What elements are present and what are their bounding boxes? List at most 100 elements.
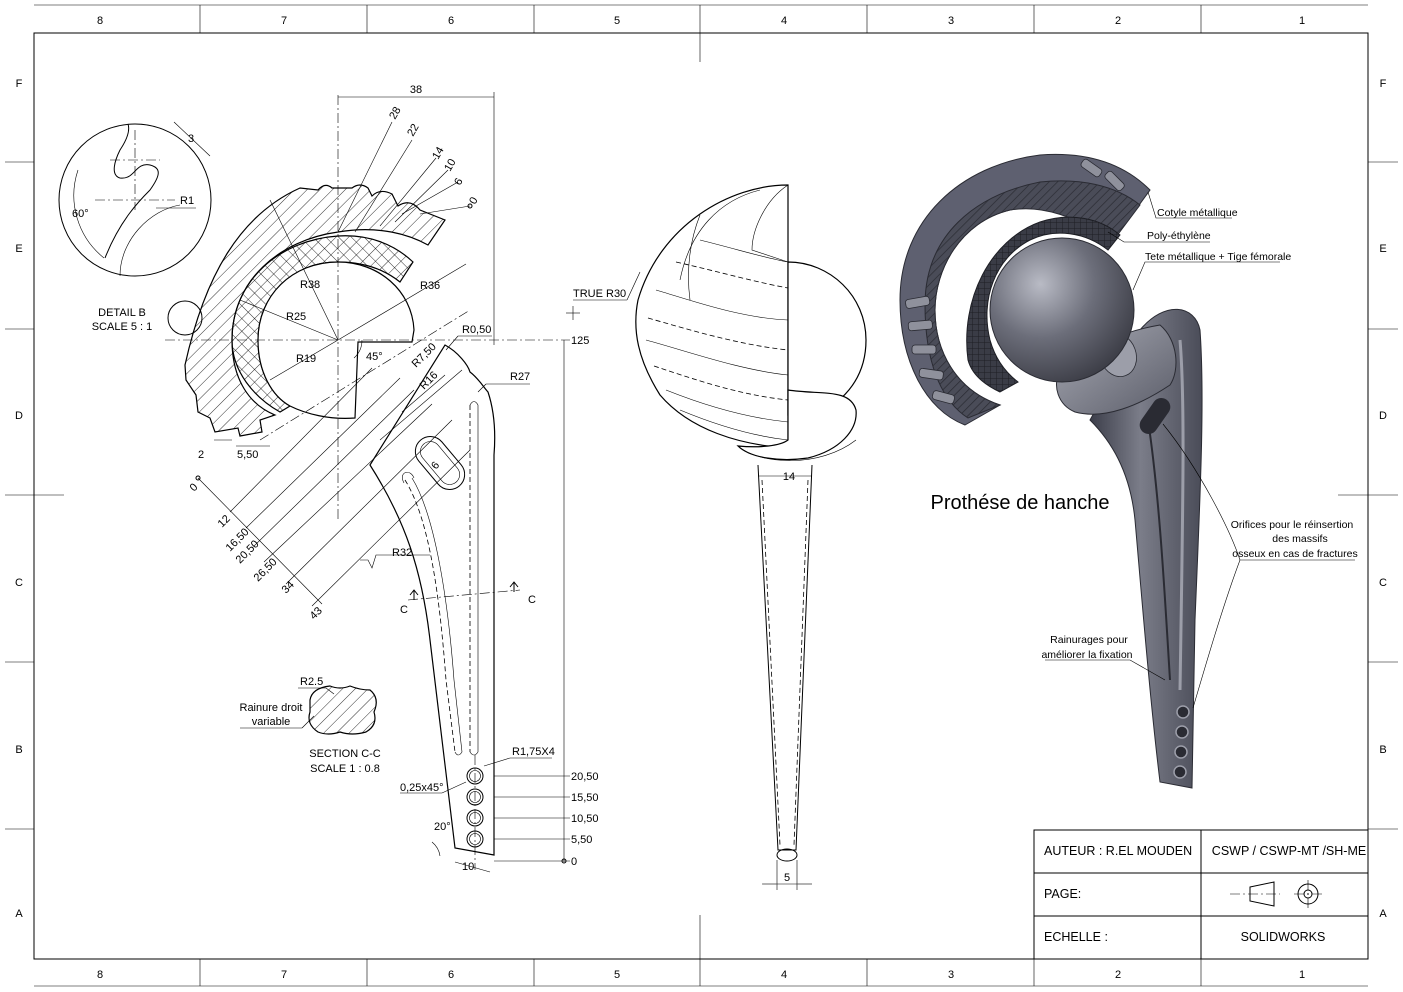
dim-26-50: 26,50 <box>252 556 280 584</box>
dim-5-50: 5,50 <box>237 449 258 461</box>
detail-dim-r1: R1 <box>180 195 194 207</box>
dim-h10-50: 10,50 <box>571 813 599 825</box>
dim-r32: R32 <box>392 547 412 559</box>
cup-section <box>184 184 446 437</box>
dim-125: 125 <box>571 335 589 347</box>
dim-0-left: 0 <box>188 481 201 494</box>
callout-cotyle: Cotyle métallique <box>1157 207 1238 219</box>
zone-row-right-a: A <box>1379 908 1387 920</box>
zone-row-left-f: F <box>16 78 23 90</box>
dim-r0-50: R0,50 <box>462 324 491 336</box>
dim-14: 14 <box>430 145 447 162</box>
zone-col-bottom-1: 1 <box>1299 969 1305 981</box>
section-note-1: Rainure droit <box>240 702 303 714</box>
callout-tete: Tete métallique + Tige fémorale <box>1145 251 1291 263</box>
dim-r38: R38 <box>300 279 320 291</box>
projection-symbol-icon <box>1230 880 1322 908</box>
section-r2-5: R2.5 <box>300 676 323 688</box>
zone-row-left-c: C <box>15 577 23 589</box>
zone-col-bottom-7: 7 <box>281 969 287 981</box>
dim-h20-50: 20,50 <box>571 771 599 783</box>
stem-outline <box>369 344 496 856</box>
side-view: 14 5 TRUE R30 <box>566 184 867 890</box>
detail-b-scale: SCALE 5 : 1 <box>92 321 153 333</box>
dim-20deg: 20° <box>434 821 451 833</box>
section-cc-label: SECTION C-C <box>309 748 381 760</box>
dim-10-bottom: 10 <box>462 861 474 873</box>
zone-col-bottom-6: 6 <box>448 969 454 981</box>
section-marker-left: C <box>400 604 408 616</box>
dim-chamfer: 0,25x45° <box>400 782 444 794</box>
callout-rainurages-2: améliorer la fixation <box>1041 649 1132 661</box>
side-true-r30: TRUE R30 <box>573 288 626 300</box>
dim-r19: R19 <box>296 353 316 365</box>
drawing-title: Prothése de hanche <box>930 492 1109 514</box>
zone-col-top-8: 8 <box>97 15 103 27</box>
zone-col-top-1: 1 <box>1299 15 1305 27</box>
title-block-cert: CSWP / CSWP-MT /SH-ME <box>1212 844 1366 858</box>
callout-orifices-3: osseux en cas de fractures <box>1232 548 1357 560</box>
section-cc-scale: SCALE 1 : 0.8 <box>310 763 380 775</box>
dim-38: 38 <box>410 84 422 96</box>
dim-r25: R25 <box>286 311 306 323</box>
detail-b: 3 60° R1 DETAIL B SCALE 5 : 1 <box>58 121 212 336</box>
dim-r27: R27 <box>510 371 530 383</box>
zone-col-top-6: 6 <box>448 15 454 27</box>
dim-43: 43 <box>308 605 325 622</box>
detail-b-label: DETAIL B <box>98 307 146 319</box>
zone-row-right-e: E <box>1379 243 1386 255</box>
dim-34: 34 <box>280 579 297 596</box>
side-dim-5: 5 <box>784 872 790 884</box>
dim-12: 12 <box>216 513 233 530</box>
dim-h0: 0 <box>571 856 577 868</box>
sheet-border: 8 7 6 5 4 3 2 1 8 7 6 5 4 3 2 1 F E D C … <box>5 4 1398 987</box>
dim-28: 28 <box>387 105 404 122</box>
title-block: AUTEUR : R.EL MOUDEN CSWP / CSWP-MT /SH-… <box>1033 829 1369 960</box>
title-block-page: PAGE: <box>1044 887 1081 901</box>
dim-0-top: 0 <box>467 195 480 206</box>
zone-row-left-d: D <box>15 410 23 422</box>
callout-rainurages-1: Rainurages pour <box>1050 634 1128 646</box>
detail-dim-60deg: 60° <box>72 208 89 220</box>
title-block-author: AUTEUR : R.EL MOUDEN <box>1044 844 1192 858</box>
zone-row-right-d: D <box>1379 410 1387 422</box>
callout-polyethylene: Poly-éthylène <box>1147 230 1211 242</box>
front-section-view: 38 28 22 14 10 6 0 R38 R36 R25 R19 45° R… <box>165 84 599 873</box>
dim-2: 2 <box>198 449 204 461</box>
callout-orifices-2: des massifs <box>1272 533 1327 545</box>
dim-10: 10 <box>442 157 459 174</box>
zone-row-right-b: B <box>1379 744 1386 756</box>
dim-6: 6 <box>452 176 465 187</box>
zone-col-bottom-2: 2 <box>1115 969 1121 981</box>
dim-r36: R36 <box>420 280 440 292</box>
title-block-software: SOLIDWORKS <box>1241 930 1326 944</box>
zone-col-top-3: 3 <box>948 15 954 27</box>
dim-h15-50: 15,50 <box>571 792 599 804</box>
zone-row-left-a: A <box>15 908 23 920</box>
dim-22: 22 <box>405 122 422 139</box>
detail-dim-3: 3 <box>188 133 194 145</box>
zone-row-left-e: E <box>15 243 22 255</box>
section-marker-right: C <box>528 594 536 606</box>
zone-col-bottom-4: 4 <box>781 969 787 981</box>
section-cc: R2.5 Rainure droit variable SECTION C-C … <box>240 676 381 775</box>
dim-h5-50: 5,50 <box>571 834 592 846</box>
side-dim-14: 14 <box>783 471 795 483</box>
section-note-2: variable <box>252 716 291 728</box>
dim-45deg: 45° <box>366 351 383 363</box>
dim-r1-75x4: R1,75X4 <box>512 746 555 758</box>
callout-orifices-1: Orifices pour le réinsertion <box>1231 519 1354 531</box>
zone-col-top-2: 2 <box>1115 15 1121 27</box>
zone-row-right-c: C <box>1379 577 1387 589</box>
zone-col-top-4: 4 <box>781 15 787 27</box>
zone-col-bottom-5: 5 <box>614 969 620 981</box>
zone-col-top-5: 5 <box>614 15 620 27</box>
render-view: Cotyle métallique Poly-éthylène Tete mét… <box>899 153 1358 789</box>
title-block-scale: ECHELLE : <box>1044 930 1108 944</box>
zone-col-top-7: 7 <box>281 15 287 27</box>
zone-col-bottom-8: 8 <box>97 969 103 981</box>
zone-row-left-b: B <box>15 744 22 756</box>
zone-col-bottom-3: 3 <box>948 969 954 981</box>
zone-row-right-f: F <box>1380 78 1387 90</box>
